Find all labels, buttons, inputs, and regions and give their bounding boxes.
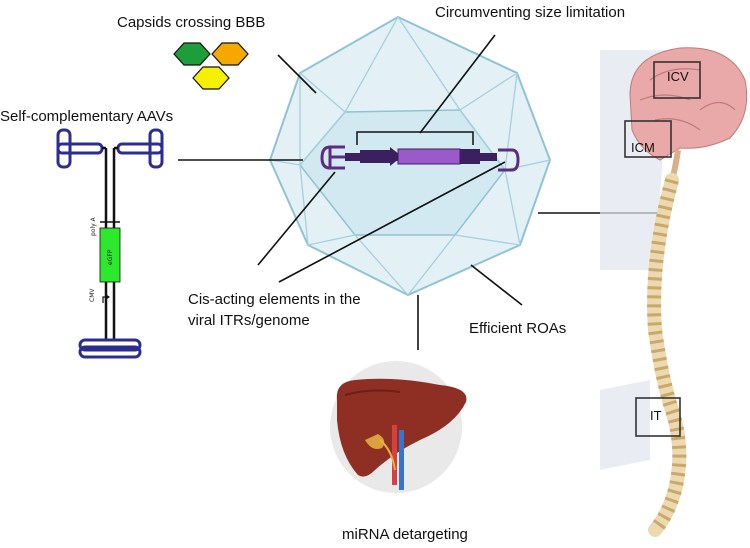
sc-aav-construct-icon: poly A eGFP CMV (56, 128, 164, 359)
connector-lines (178, 34, 660, 350)
line-capsids (277, 54, 317, 94)
label-self-complementary: Self-complementary AAVs (0, 108, 174, 125)
line-size-limitation (419, 34, 496, 134)
label-size-limitation: Circumventing size limitation (435, 4, 626, 21)
label-cis-acting-line1: Cis-acting elements in the (188, 291, 361, 308)
cmv-label: CMV (89, 288, 96, 302)
route-it-label: IT (650, 408, 662, 423)
egfp-label: eGFP (107, 249, 114, 265)
line-cis-itr-right (278, 161, 506, 283)
capsid-variants-icon (173, 42, 249, 90)
line-cis-itr-left (257, 171, 336, 266)
poly-a-label: poly A (90, 216, 97, 236)
vector-genome-icon (320, 131, 520, 172)
label-efficient-roas: Efficient ROAs (469, 320, 567, 337)
route-icm-label: ICM (631, 140, 655, 155)
label-cis-acting-line2: viral ITRs/genome (188, 312, 310, 329)
label-mirna-detargeting: miRNA detargeting (342, 526, 468, 543)
cns-icon (600, 47, 748, 537)
liver-icon (330, 361, 467, 493)
route-icv-label: ICV (667, 69, 689, 84)
line-roas (470, 264, 523, 306)
label-capsids-crossing-bbb: Capsids crossing BBB (117, 14, 266, 31)
